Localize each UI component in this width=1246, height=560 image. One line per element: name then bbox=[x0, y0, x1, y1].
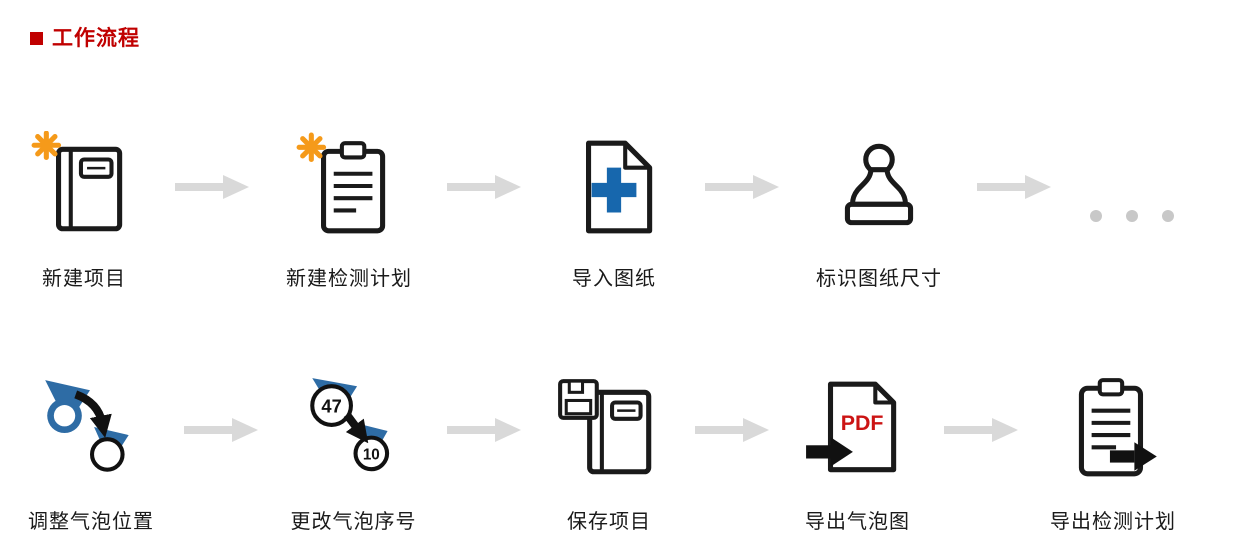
asterisk-new-icon bbox=[31, 131, 62, 161]
step-label: 新建项目 bbox=[42, 268, 126, 290]
page-title: 工作流程 bbox=[0, 0, 1246, 52]
step-import-drawing: 导入图纸 bbox=[558, 126, 670, 291]
step-mark-drawing-size: 标识图纸尺寸 bbox=[816, 126, 942, 291]
flow-arrow-icon bbox=[943, 417, 1020, 448]
balloon-renumber-icon: 47 10 bbox=[309, 378, 389, 472]
export-balloon-drawing-icon: PDF bbox=[802, 369, 914, 491]
adjust-balloon-position-icon bbox=[35, 369, 147, 491]
step-change-balloon-number: 47 10 更改气泡序号 bbox=[291, 369, 417, 534]
title-bullet-icon bbox=[30, 31, 43, 45]
flow-arrow-icon bbox=[446, 417, 523, 448]
clipboard-new-icon bbox=[296, 132, 386, 234]
asterisk-new-icon bbox=[296, 132, 327, 163]
flow-arrow-icon bbox=[175, 174, 251, 205]
page-title-text: 工作流程 bbox=[52, 27, 140, 50]
flow-arrow-icon bbox=[977, 174, 1053, 205]
flow-arrow-icon bbox=[184, 417, 260, 448]
step-label: 导入图纸 bbox=[572, 268, 656, 290]
flow-arrow-icon bbox=[447, 174, 523, 205]
step-label: 更改气泡序号 bbox=[290, 511, 417, 533]
step-label: 标识图纸尺寸 bbox=[816, 268, 942, 290]
step-adjust-balloon-position: 调整气泡位置 bbox=[28, 369, 154, 534]
floppy-disk-icon bbox=[558, 379, 599, 420]
step-export-balloon-drawing: PDF 导出气泡图 bbox=[802, 369, 914, 534]
save-project-icon bbox=[553, 369, 665, 491]
step-new-inspection-plan: 新建检测计划 bbox=[286, 126, 412, 291]
clipboard-export-icon bbox=[1078, 378, 1157, 477]
step-label: 调整气泡位置 bbox=[28, 511, 154, 533]
balloon-number-to: 10 bbox=[362, 447, 379, 464]
step-export-inspection-plan: 导出检测计划 bbox=[1050, 369, 1176, 534]
flow-arrow-icon bbox=[695, 417, 771, 448]
new-project-icon bbox=[28, 126, 140, 248]
change-balloon-number-icon: 47 10 bbox=[298, 369, 410, 491]
new-inspection-plan-icon bbox=[293, 126, 405, 248]
workflow-row-1: 新建项目 bbox=[0, 126, 1246, 291]
balloon-number-from: 47 bbox=[321, 396, 341, 417]
balloon-move-icon bbox=[45, 380, 129, 472]
export-arrow-icon bbox=[805, 437, 853, 467]
step-save-project: 保存项目 bbox=[553, 369, 665, 534]
pdf-export-icon: PDF bbox=[805, 381, 896, 473]
step-label: 导出气泡图 bbox=[805, 511, 910, 533]
step-more-steps bbox=[1088, 126, 1176, 248]
stamp-icon bbox=[844, 143, 914, 226]
floppy-book-icon bbox=[558, 379, 652, 475]
document-plus-icon bbox=[586, 140, 653, 234]
step-label: 保存项目 bbox=[567, 511, 651, 533]
pdf-badge: PDF bbox=[840, 411, 883, 435]
flow-arrow-icon bbox=[705, 174, 781, 205]
ellipsis-icon bbox=[1088, 126, 1176, 248]
book-new-icon bbox=[31, 131, 123, 232]
export-arrow-icon bbox=[1109, 442, 1157, 471]
import-drawing-icon bbox=[558, 126, 670, 248]
workflow-row-2: 调整气泡位置 47 10 bbox=[0, 369, 1246, 534]
export-inspection-plan-icon bbox=[1057, 369, 1169, 491]
step-label: 新建检测计划 bbox=[286, 268, 412, 290]
mark-drawing-size-icon bbox=[823, 126, 935, 248]
step-label: 导出检测计划 bbox=[1050, 511, 1176, 533]
step-new-project: 新建项目 bbox=[28, 126, 140, 291]
